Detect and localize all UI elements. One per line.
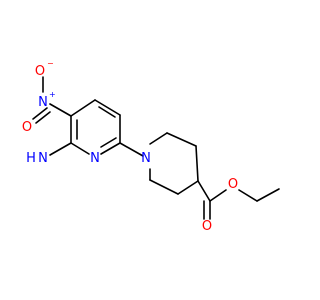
atom-amino-n: N bbox=[38, 151, 48, 166]
bond-ch2-ch3 bbox=[256, 188, 280, 202]
atom-carbonyl-o: O bbox=[202, 219, 212, 234]
charge-minus: − bbox=[47, 59, 54, 68]
bond-ring-c4-c5 bbox=[94, 99, 121, 116]
atom-n-plus: N bbox=[38, 95, 48, 110]
atom-pyridine-n: N bbox=[90, 151, 100, 166]
bond-ring-c4-c5-inner bbox=[98, 106, 116, 118]
bond-pip-3 bbox=[195, 145, 199, 182]
atom-o-double: O bbox=[22, 120, 32, 135]
atom-ester-o: O bbox=[228, 177, 238, 192]
bond-pip-5 bbox=[149, 179, 179, 195]
atom-amino-h: H bbox=[26, 151, 36, 166]
bond-ring-c3-c4 bbox=[70, 99, 96, 117]
bond-n-o-double-b bbox=[35, 111, 51, 124]
atom-piperidine-n: N bbox=[141, 151, 151, 166]
bond-pip-4 bbox=[177, 180, 199, 195]
bond-c6-piperidine-n bbox=[119, 142, 144, 157]
bond-c2-amino bbox=[49, 142, 72, 156]
atom-o-minus: O bbox=[35, 64, 45, 79]
bond-ring-c6-n bbox=[100, 142, 121, 155]
bond-ring-n-c2 bbox=[70, 142, 90, 155]
charge-plus: + bbox=[49, 90, 56, 99]
bond-ring-c6-n-inner bbox=[100, 137, 117, 148]
bond-ester-o-ch2 bbox=[238, 189, 258, 202]
bond-layer bbox=[32, 76, 280, 220]
molecule-diagram: O − N + O H N N N O O bbox=[22, 59, 280, 234]
bond-pip-1 bbox=[149, 132, 168, 145]
bond-n-ring bbox=[49, 103, 72, 117]
bond-c-ester-o bbox=[209, 189, 227, 202]
bond-pip-2 bbox=[166, 132, 197, 147]
structure-canvas: O − N + O H N N N O O bbox=[22, 59, 280, 234]
bond-ring-carbonyl-c bbox=[197, 180, 211, 202]
bond-n-o-double-a bbox=[32, 107, 48, 120]
atom-layer: O − N + O H N N N O O bbox=[22, 59, 238, 234]
